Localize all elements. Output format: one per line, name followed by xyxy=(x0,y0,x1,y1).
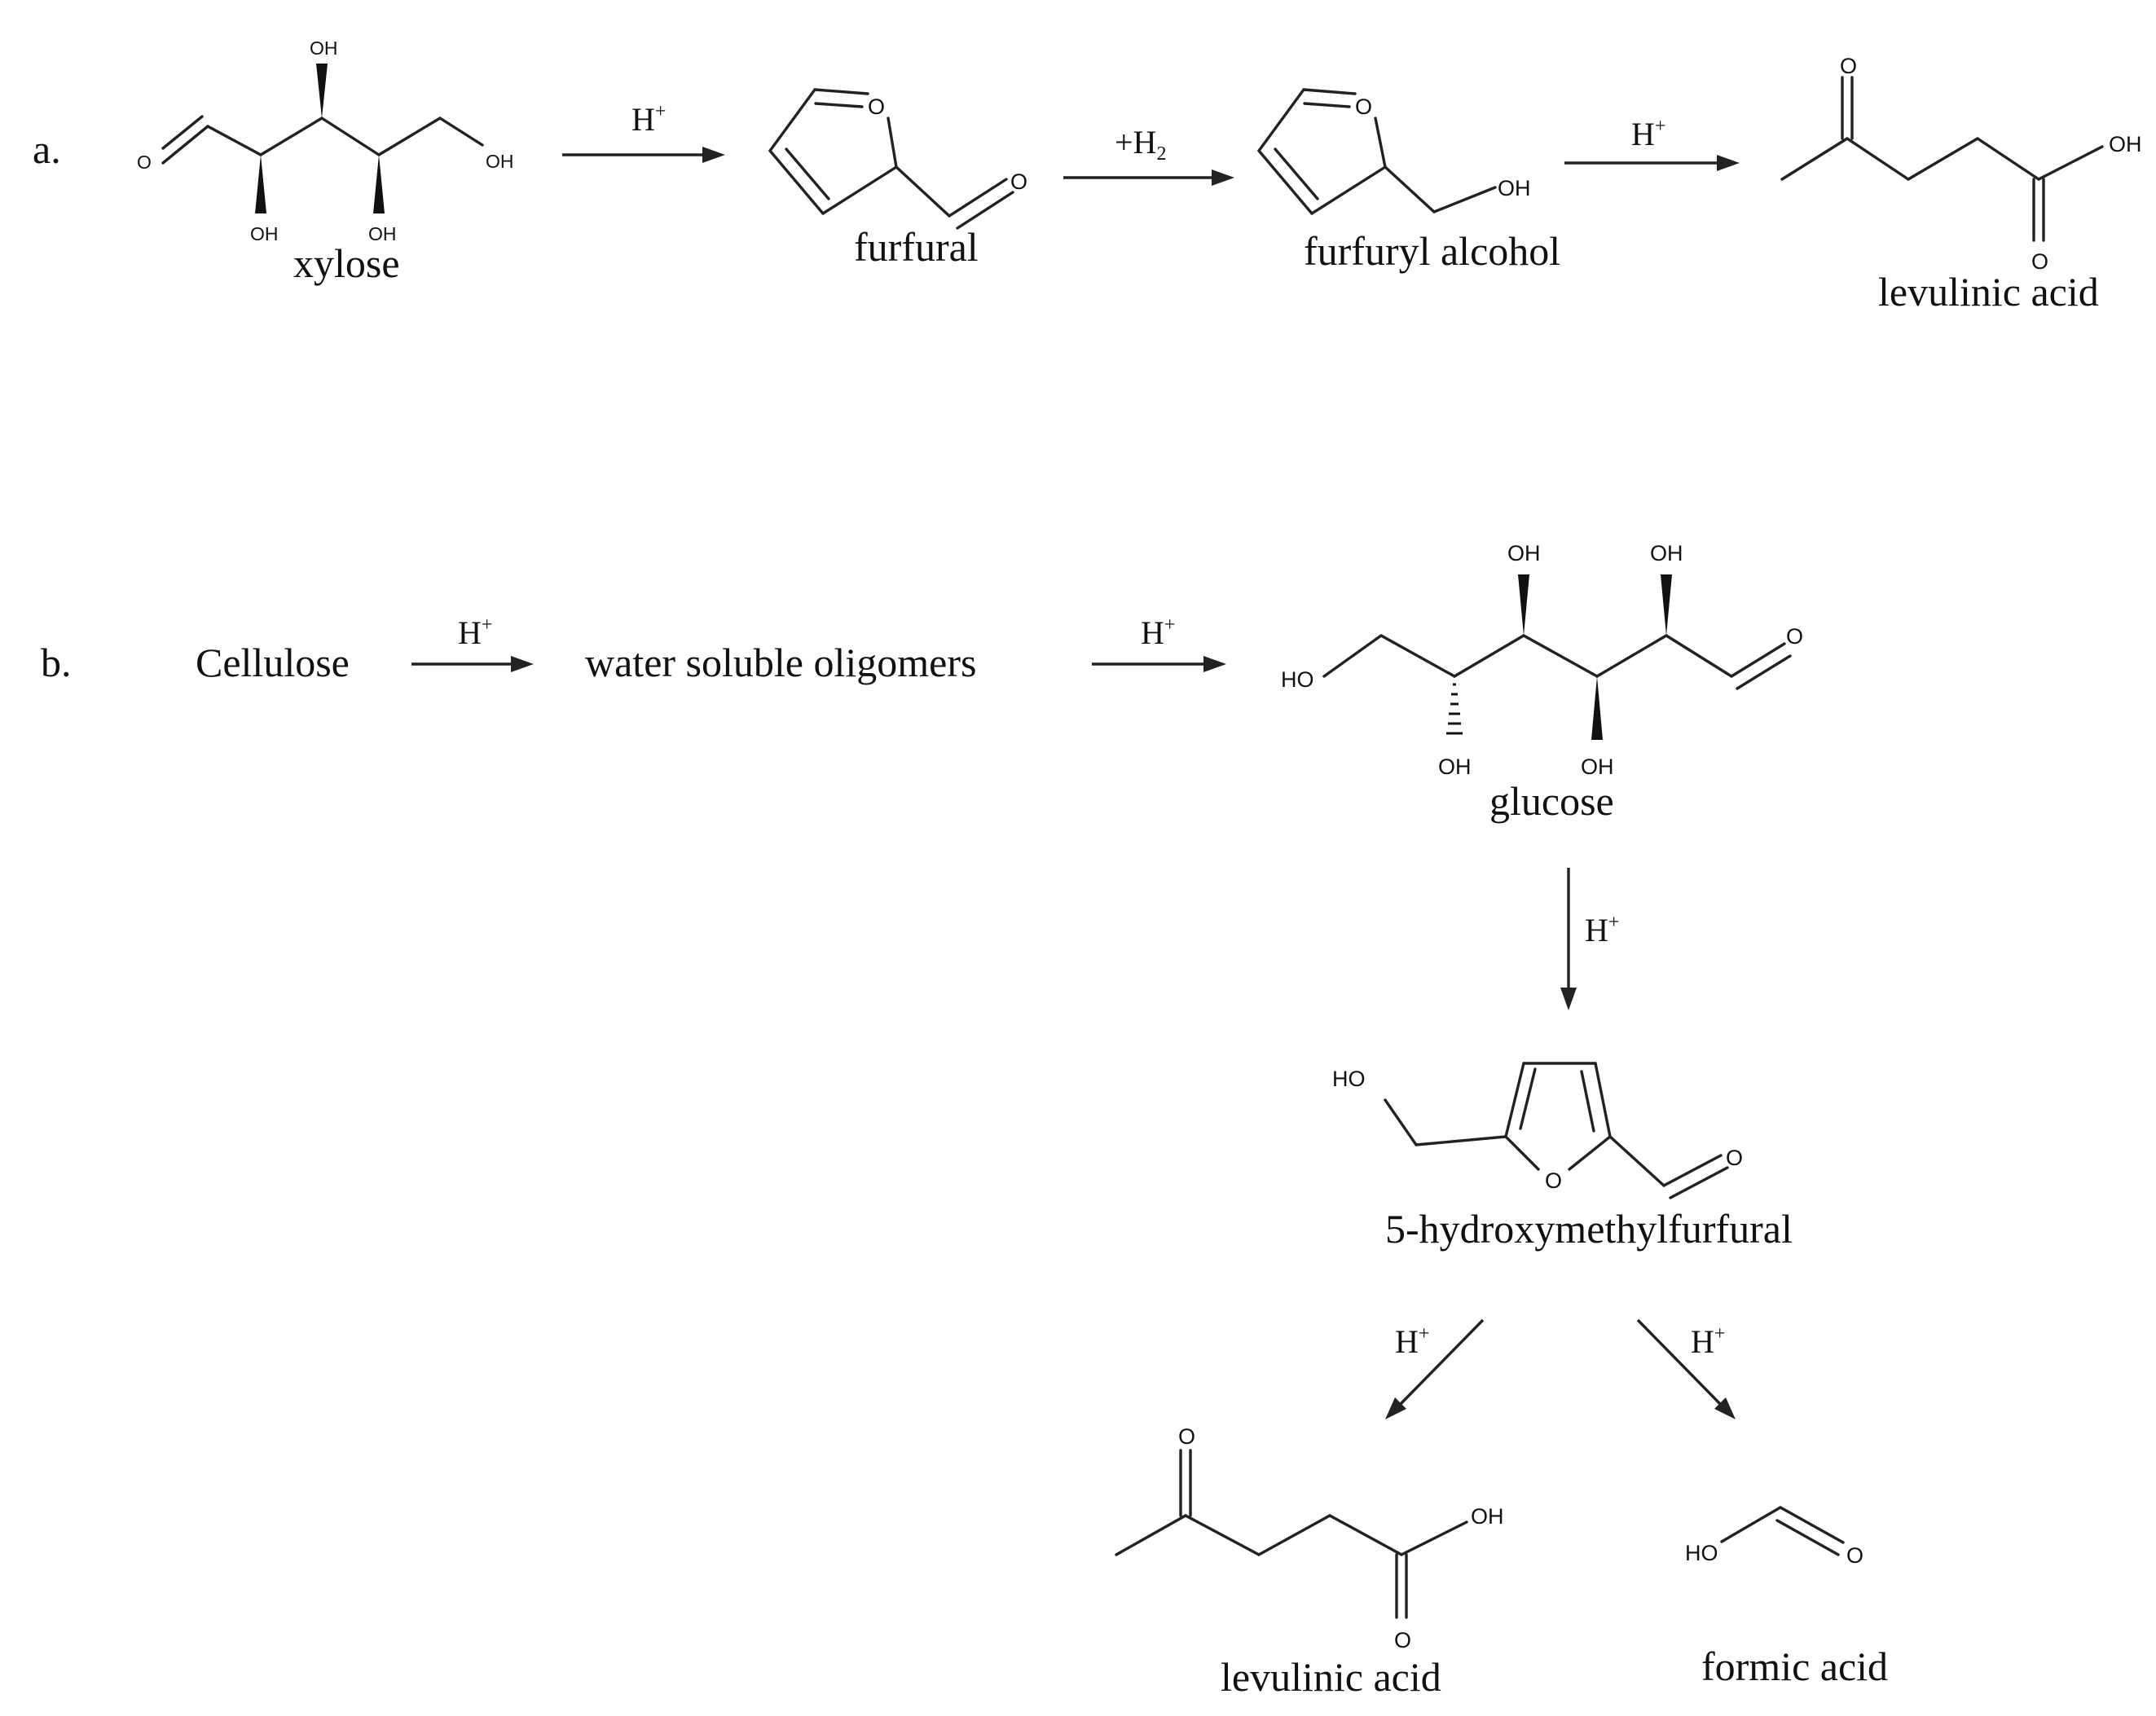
svg-text:OH: OH xyxy=(2109,132,2142,156)
xylose-structure: O OH OH OH OH xyxy=(137,37,514,244)
panel-label-a: a. xyxy=(33,126,61,172)
svg-text:OH: OH xyxy=(368,223,397,244)
svg-text:OH: OH xyxy=(1498,176,1531,200)
svg-text:H+: H+ xyxy=(631,101,666,138)
svg-text:O: O xyxy=(1846,1543,1863,1568)
arrow-hmf-to-levulinic-acid: H+ xyxy=(1385,1318,1485,1419)
arrow-xylose-to-furfural: H+ xyxy=(562,101,725,163)
arrow-furfuryl-alcohol-to-levulinic-acid: H+ xyxy=(1564,116,1740,171)
svg-text:O: O xyxy=(1010,169,1027,194)
levulinic-acid-structure-b: O OH O xyxy=(1115,1424,1504,1652)
svg-text:O: O xyxy=(137,152,152,173)
arrow-hmf-to-formic-acid: H+ xyxy=(1636,1318,1736,1419)
furfural-structure: O O xyxy=(768,88,1027,230)
svg-text:O: O xyxy=(1178,1424,1195,1449)
svg-text:H+: H+ xyxy=(1691,1323,1725,1360)
svg-text:HO: HO xyxy=(1685,1541,1718,1565)
svg-text:O: O xyxy=(1726,1146,1743,1170)
oligomers-label: water soluble oligomers xyxy=(585,640,976,685)
glucose-structure: HO OH OH OH OH O xyxy=(1281,541,1803,779)
arrow-furfural-to-furfuryl-alcohol: +H2 xyxy=(1063,124,1234,186)
svg-text:O: O xyxy=(1545,1168,1562,1193)
svg-text:OH: OH xyxy=(486,151,514,172)
svg-text:H+: H+ xyxy=(1395,1323,1429,1360)
svg-text:H+: H+ xyxy=(1141,614,1175,651)
levulinic-acid-structure-a: O OH O xyxy=(1780,54,2142,274)
svg-text:O: O xyxy=(1355,95,1372,119)
formic-acid-structure: HO O xyxy=(1685,1506,1863,1568)
stereo-wedge xyxy=(1591,676,1603,740)
svg-text:O: O xyxy=(868,95,885,119)
stereo-hash-bond xyxy=(1446,683,1463,735)
svg-text:O: O xyxy=(1786,624,1803,649)
svg-text:H+: H+ xyxy=(1585,912,1619,948)
stereo-wedge xyxy=(255,155,266,213)
panel-label-b: b. xyxy=(41,640,72,685)
furfuryl-alcohol-structure: O OH xyxy=(1257,88,1531,215)
svg-text:HO: HO xyxy=(1332,1067,1366,1091)
xylose-label: xylose xyxy=(293,240,400,286)
svg-text:+H2: +H2 xyxy=(1115,124,1166,165)
svg-text:O: O xyxy=(2031,249,2048,274)
svg-text:OH: OH xyxy=(1650,541,1683,565)
stereo-wedge xyxy=(1661,574,1672,636)
hmf-substituents: HO O xyxy=(1332,1067,1743,1199)
svg-text:OH: OH xyxy=(1438,755,1472,779)
furfural-label: furfural xyxy=(854,224,979,270)
cellulose-label: Cellulose xyxy=(196,640,350,685)
formic-acid-label: formic acid xyxy=(1701,1643,1888,1689)
arrow-glucose-to-hmf: H+ xyxy=(1560,868,1619,1010)
levulinic-acid-label-b: levulinic acid xyxy=(1221,1654,1441,1700)
svg-text:OH: OH xyxy=(310,37,338,59)
hmf-ring: O xyxy=(1467,1043,1662,1206)
svg-text:OH: OH xyxy=(1581,755,1614,779)
glucose-label: glucose xyxy=(1489,778,1614,824)
stereo-wedge xyxy=(373,155,385,213)
furfuryl-alcohol-label: furfuryl alcohol xyxy=(1304,228,1560,274)
svg-text:H+: H+ xyxy=(1631,116,1665,152)
svg-text:O: O xyxy=(1394,1628,1411,1652)
arrow-oligomers-to-glucose: H+ xyxy=(1092,614,1226,672)
levulinic-acid-label-a: levulinic acid xyxy=(1878,269,2099,315)
arrow-cellulose-to-oligomers: H+ xyxy=(411,614,534,672)
svg-text:HO: HO xyxy=(1281,667,1314,692)
svg-text:OH: OH xyxy=(250,223,279,244)
svg-text:O: O xyxy=(1840,54,1857,78)
svg-text:OH: OH xyxy=(1471,1504,1504,1529)
svg-text:OH: OH xyxy=(1507,541,1541,565)
stereo-wedge xyxy=(1518,574,1529,636)
hmf-label: 5-hydroxymethylfurfural xyxy=(1385,1206,1793,1252)
stereo-wedge xyxy=(316,64,328,118)
svg-text:H+: H+ xyxy=(458,614,492,651)
